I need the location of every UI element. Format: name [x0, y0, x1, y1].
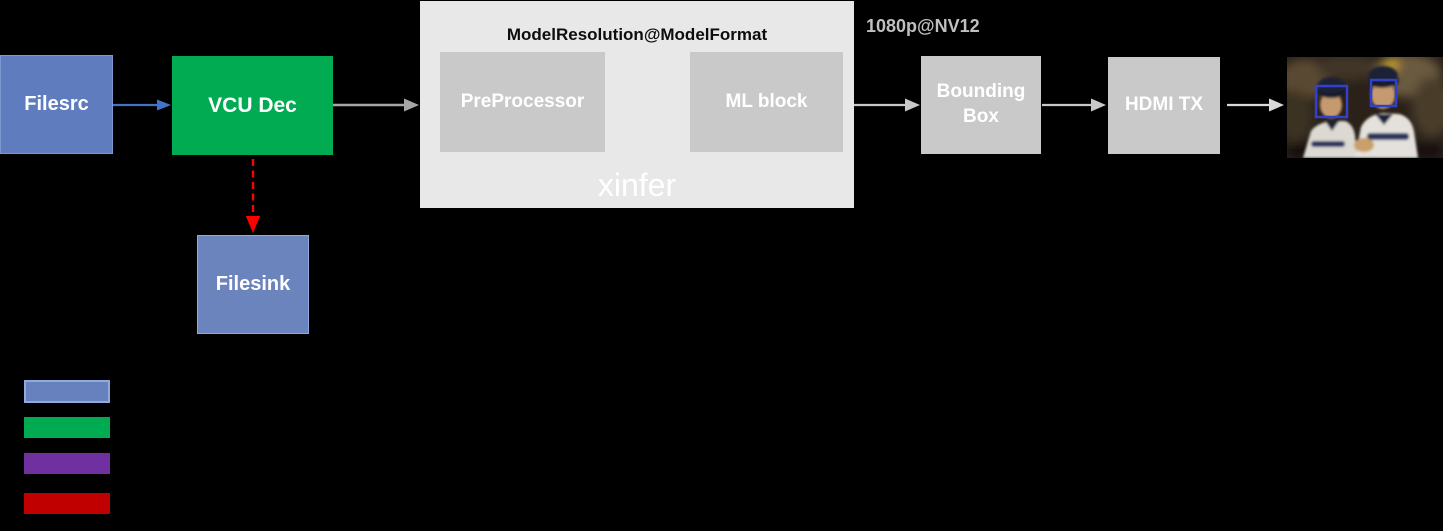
legend-swatch-purple — [24, 453, 110, 474]
node-preprocessor-label: PreProcessor — [460, 91, 585, 112]
node-vcu-dec-label: VCU Dec — [208, 93, 297, 117]
legend-swatch-green — [24, 417, 110, 438]
legend-swatch-blue — [24, 380, 110, 403]
face-bounding-box-left — [1314, 84, 1349, 119]
xinfer-container-label: xinfer — [597, 167, 677, 203]
edge-boundingbox-to-hdmitx — [1042, 98, 1106, 112]
baseball-photo-illustration — [1287, 57, 1443, 158]
edge-xinfer-to-boundingbox — [854, 98, 920, 112]
node-filesrc: Filesrc — [0, 55, 113, 154]
edge-filesrc-to-vcudec — [113, 99, 171, 111]
node-bounding-box-label: Bounding Box — [936, 81, 1026, 127]
edge-vcudec-to-filesink — [245, 159, 261, 233]
output-image-detected-faces — [1287, 57, 1443, 158]
container-xinfer: ModelResolution@ModelFormat PreProcessor… — [420, 1, 854, 208]
face-bounding-box-right — [1369, 78, 1398, 108]
legend-swatch-red — [24, 493, 110, 514]
node-filesink-label: Filesink — [215, 273, 291, 295]
stream-format-label: 1080p@NV12 — [866, 16, 980, 36]
model-resolution-format-label: ModelResolution@ModelFormat — [506, 25, 768, 44]
node-hdmi-tx: HDMI TX — [1108, 57, 1220, 154]
node-ml-block-label: ML block — [725, 91, 808, 112]
node-preprocessor: PreProcessor — [440, 52, 605, 152]
edge-vcudec-to-xinfer — [333, 98, 419, 112]
edge-hdmitx-to-output — [1227, 98, 1284, 112]
node-ml-block: ML block — [690, 52, 843, 152]
node-filesrc-label: Filesrc — [24, 93, 89, 115]
node-filesink: Filesink — [197, 235, 309, 334]
node-hdmi-tx-label: HDMI TX — [1124, 94, 1204, 116]
node-bounding-box: Bounding Box — [921, 56, 1041, 154]
node-vcu-dec: VCU Dec — [172, 56, 333, 155]
